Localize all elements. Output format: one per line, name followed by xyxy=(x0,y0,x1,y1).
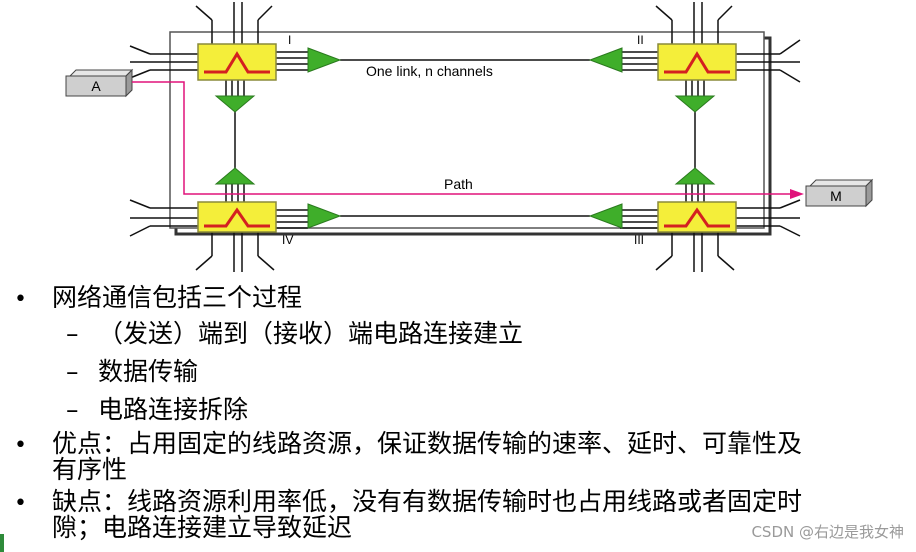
arrow-left-top xyxy=(588,47,623,73)
trunk-lines xyxy=(225,51,705,229)
sub-bullet-connect: （发送）端到（接收）端电路连接建立 xyxy=(98,319,524,348)
channel-arrows xyxy=(214,47,716,229)
bullet-advantage-line1: 优点：占用固定的线路资源，保证数据传输的速率、延时、可靠性及 xyxy=(52,429,803,458)
dash-mark: – xyxy=(66,357,79,386)
link-label: One link, n channels xyxy=(366,63,493,79)
switch-IV xyxy=(197,201,277,233)
circuit-switching-diagram: A M I II III IV One link, n channels Pat… xyxy=(65,2,874,272)
arrow-right-top xyxy=(307,47,342,73)
bullet-mark: • xyxy=(14,433,27,458)
circuit-path xyxy=(132,81,804,199)
bullet-mark: • xyxy=(14,491,27,516)
bullet-disadvantage-line2: 隙；电路连接建立导致延迟 xyxy=(52,513,353,542)
bullet-disadvantage-line1: 缺点：线路资源利用率低，没有有数据传输时也占用线路或者固定时 xyxy=(52,487,803,516)
slide-edge-accent xyxy=(0,534,4,552)
switch-I xyxy=(197,43,277,81)
external-stubs xyxy=(129,2,801,272)
bullet-process: 网络通信包括三个过程 xyxy=(52,283,303,312)
switch-label-III: III xyxy=(634,233,644,247)
path-label: Path xyxy=(444,176,473,192)
endpoint-m-label: M xyxy=(830,188,842,204)
dash-mark: – xyxy=(66,319,79,348)
switch-label-II: II xyxy=(637,33,644,47)
switch-II xyxy=(657,43,737,81)
arrow-down-right xyxy=(674,95,716,113)
arrow-down-left xyxy=(214,95,256,113)
endpoint-a: A xyxy=(65,68,134,98)
switch-III xyxy=(657,201,737,233)
arrow-up-right xyxy=(674,167,716,185)
endpoint-m: M xyxy=(805,178,874,208)
sub-bullet-teardown: 电路连接拆除 xyxy=(98,395,249,424)
switch-label-IV: IV xyxy=(282,233,293,247)
bullet-mark: • xyxy=(14,287,27,312)
arrow-left-bottom xyxy=(588,203,623,229)
watermark: CSDN @右边是我女神 xyxy=(751,523,904,541)
dash-mark: – xyxy=(66,395,79,424)
arrow-right-bottom xyxy=(307,203,342,229)
switch-label-I: I xyxy=(288,33,291,47)
bullet-advantage-line2: 有序性 xyxy=(52,455,128,484)
arrow-up-left xyxy=(214,167,256,185)
endpoint-a-label: A xyxy=(91,78,101,94)
sub-bullet-transfer: 数据传输 xyxy=(98,357,199,386)
